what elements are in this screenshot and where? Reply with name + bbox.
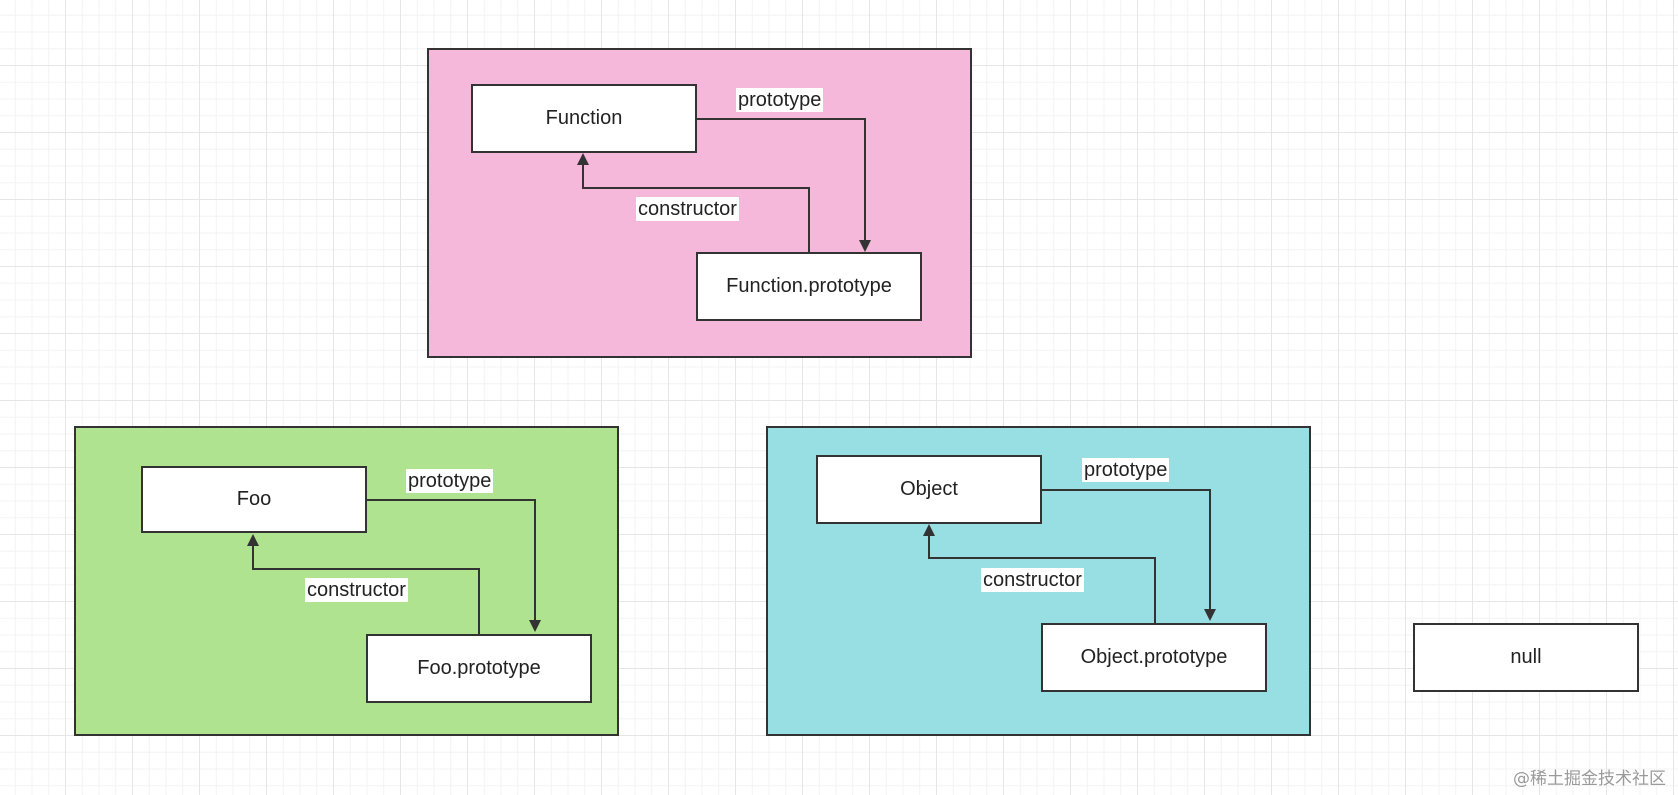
function-constructor-label: constructor	[636, 197, 739, 221]
object-prototype-label: prototype	[1082, 458, 1170, 482]
foo-prototype-node[interactable]: Foo.prototype	[366, 634, 592, 703]
object-constructor-label: constructor	[981, 568, 1084, 592]
watermark: @稀土掘金技术社区	[1513, 769, 1666, 789]
function-prototype-node[interactable]: Function.prototype	[696, 252, 922, 321]
foo-prototype-label: prototype	[406, 469, 494, 493]
object-node[interactable]: Object	[816, 455, 1042, 524]
foo-node[interactable]: Foo	[141, 466, 367, 533]
foo-constructor-label: constructor	[305, 578, 408, 602]
null-node[interactable]: null	[1413, 623, 1639, 692]
object-prototype-node[interactable]: Object.prototype	[1041, 623, 1267, 692]
function-prototype-label: prototype	[736, 88, 824, 112]
function-node[interactable]: Function	[471, 84, 697, 153]
